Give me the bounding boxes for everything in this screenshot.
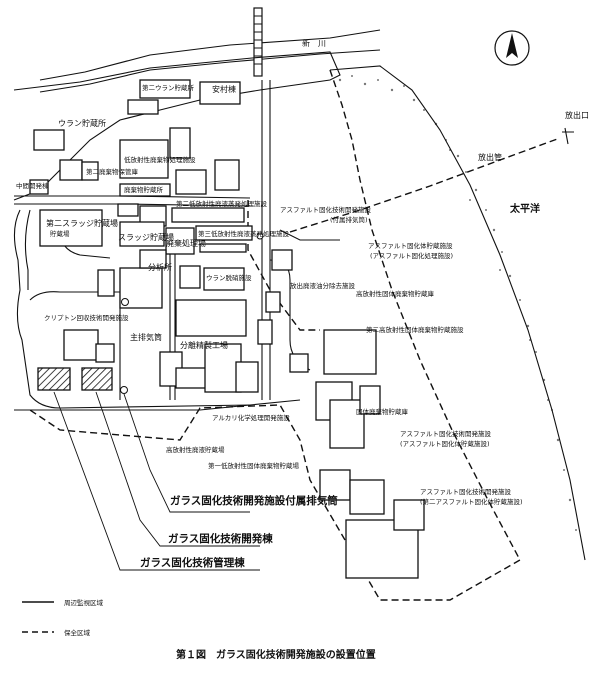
- protection-boundary: [29, 69, 521, 601]
- bridge: [253, 7, 263, 77]
- label-asphalt-dev-sub: (アスファルト固化体貯蔵施設): [400, 439, 490, 448]
- callouts: ガラス固化技術開発施設付属排気筒 ガラス固化技術開発棟 ガラス固化技術管理棟: [140, 494, 338, 569]
- label-high-solid: 高放射性固体廃棄物貯蔵庫: [356, 289, 435, 298]
- outlet-label: 放出口: [565, 110, 589, 120]
- label-krypton: クリプトン回収技術開発施設: [44, 313, 129, 322]
- legend-dashed: 保全区域: [64, 628, 91, 637]
- label-low-solid: 第一低放射性固体廃棄物貯蔵場: [208, 461, 300, 470]
- label-tanks: 貯蔵場: [50, 229, 70, 238]
- label-low-level: 低放射性廃棄物処理施設: [124, 155, 196, 164]
- label-asphalt-storage: アスファルト固化体貯蔵施設: [368, 241, 453, 250]
- label-third-low-level: 第三低放射性廃液蒸発処理施設: [198, 229, 290, 238]
- label-waste-treatment: 廃棄処理場: [166, 238, 206, 248]
- building-labels: 第二ウラン貯蔵所 安村棟 ウラン貯蔵所 第二廃棄物保管庫 低放射性廃棄物処理施設…: [16, 83, 523, 506]
- river-label: 新 川: [302, 38, 326, 48]
- label-second-high-solid: 第二高放射性固体廃棄物貯蔵施設: [366, 325, 464, 334]
- label-asphalt-dev: アスファルト固化技術開発施設: [400, 429, 492, 438]
- label-asphalt-dev2-sub: (第二アスファルト固化体貯蔵施設): [420, 497, 523, 506]
- shoreline: [338, 75, 577, 531]
- outlet-pipe-label: 放出管: [478, 152, 502, 162]
- buildings: [29, 79, 425, 579]
- north-arrow-icon: [494, 30, 530, 66]
- label-asphalt-storage-sub: (アスファルト固化処理施設): [370, 251, 453, 260]
- label-main-exhaust: 主排気筒: [130, 332, 162, 342]
- label-discharge: 放出廃液油分除去施設: [290, 281, 356, 290]
- label-second-low-level: 第二低放射性廃液蒸発処理施設: [176, 199, 268, 208]
- label-second-storage: 第二廃棄物保管庫: [86, 167, 139, 176]
- legend-solid: 周辺監視区域: [64, 598, 104, 607]
- label-asphalt-exhaust: (付属排気筒): [330, 215, 368, 224]
- label-separation: 分離精製工場: [180, 340, 228, 350]
- legend: 周辺監視区域 保全区域: [22, 598, 104, 637]
- label-uranium-storage: ウラン貯蔵所: [58, 118, 106, 128]
- label-high-liquid: 高放射性廃液貯蔵場: [166, 445, 225, 454]
- outlet: 放出管 放出口: [289, 110, 589, 233]
- label-alkali: アルカリ化学処理開発施設: [212, 413, 290, 422]
- callout-glass-exhaust: ガラス固化技術開発施設付属排気筒: [170, 494, 338, 507]
- label-sludge: スラッジ貯蔵場: [118, 232, 174, 242]
- callout-leaders: [53, 391, 260, 571]
- label-waste-storage: 廃棄物貯蔵所: [124, 185, 164, 194]
- label-asphalt-dev2: アスファルト固化技術開発施設: [420, 487, 512, 496]
- label-uranium-denitration: ウラン脱硝施設: [206, 273, 252, 282]
- map-caption: 第１図 ガラス固化技術開発施設の設置位置: [176, 648, 376, 661]
- callout-glass-building: ガラス固化技術開発棟: [168, 532, 273, 545]
- label-analysis: 分析所: [148, 262, 172, 272]
- label-security-office: 安村棟: [212, 84, 236, 94]
- label-asphalt-solid: アスファルト固化技術開発施設: [280, 205, 372, 214]
- callout-glass-management: ガラス固化技術管理棟: [140, 556, 245, 569]
- label-second-sludge: 第二スラッジ貯蔵場: [46, 218, 118, 228]
- label-plutonium-fuel: 第二ウラン貯蔵所: [142, 83, 195, 92]
- label-chubu: 中間開発棟: [16, 181, 49, 190]
- sea-label: 太平洋: [509, 202, 540, 215]
- coast-line: [329, 65, 586, 561]
- label-vertical-storage: 固体廃棄物貯蔵庫: [356, 407, 409, 416]
